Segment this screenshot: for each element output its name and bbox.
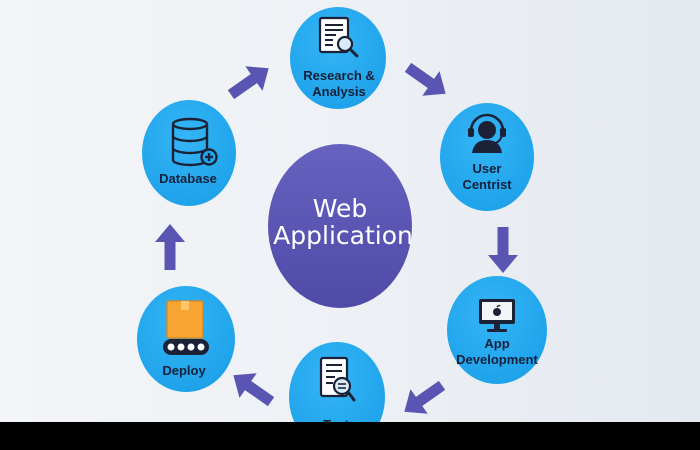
center-circle (268, 144, 412, 308)
node-app-development: App Development (447, 276, 547, 384)
node-label-user-line1: User (473, 161, 502, 176)
node-user-centrist: User Centrist (440, 103, 534, 211)
node-label-research-line2: Analysis (312, 84, 365, 99)
node-label-app-line1: App (484, 336, 509, 351)
node-label-app-line2: Development (456, 352, 538, 367)
bottom-black-bar (0, 422, 700, 450)
cycle-arrows (155, 62, 518, 414)
user-headset-icon (468, 113, 506, 153)
center-label-line2: Application (273, 221, 413, 250)
monitor-apple-icon (479, 299, 515, 332)
arrow-test-to-deploy (233, 373, 275, 407)
node-label-database: Database (159, 171, 217, 186)
node-circle-user (440, 103, 534, 211)
node-deploy: Deploy (137, 286, 235, 392)
database-add-icon (171, 117, 218, 167)
node-label-user-line2: Centrist (462, 177, 512, 192)
arrow-research-to-user (404, 62, 446, 96)
arrow-deploy-to-database (155, 224, 185, 270)
arrow-app-to-test (404, 380, 446, 414)
node-label-research-line1: Research & (303, 68, 375, 83)
conveyor-box-icon (163, 300, 209, 355)
node-research-analysis: Research & Analysis (290, 7, 386, 109)
test-document-icon (319, 356, 356, 402)
center-label-line1: Web (313, 194, 368, 223)
arrow-user-to-app (488, 227, 518, 273)
node-label-deploy: Deploy (162, 363, 206, 378)
research-document-icon (318, 16, 359, 58)
arrow-database-to-research (227, 66, 269, 100)
center-node: Web Application (268, 144, 413, 308)
node-database: Database (142, 100, 236, 206)
node-circle-research (290, 7, 386, 109)
